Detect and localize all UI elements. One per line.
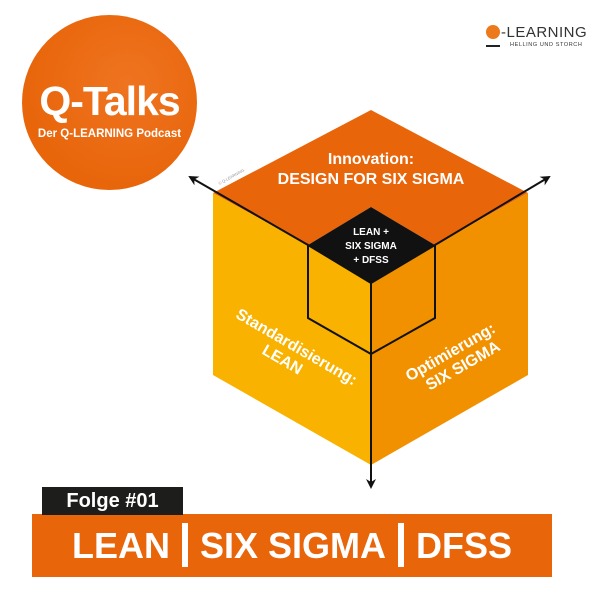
center-diamond (308, 207, 435, 283)
topic-lean: LEAN (71, 525, 170, 566)
axis-arrow-right (434, 175, 551, 246)
left-face (213, 193, 371, 465)
axis-arrow-left (188, 176, 309, 246)
logo-name: -LEARNING (501, 24, 588, 41)
top-face (213, 110, 528, 245)
topic-dfss: DFSS (416, 525, 513, 566)
episode-label: Folge #01 (42, 487, 183, 515)
separator (398, 523, 404, 568)
q-talks-badge: Q-Talks Der Q-LEARNING Podcast (22, 15, 197, 190)
separator (181, 523, 188, 568)
badge-title: Q-Talks (39, 78, 180, 124)
logo-underline (486, 45, 500, 47)
center-label-3: + DFSS (353, 255, 389, 266)
right-face (371, 193, 528, 465)
episode-topics-banner: LEAN SIX SIGMA DFSS (32, 514, 552, 577)
top-face-label-1: Innovation: (328, 151, 414, 168)
topic-six-sigma: SIX SIGMA (199, 525, 386, 566)
logo-tagline: HELLING UND STORCH (510, 42, 583, 48)
center-label-1: LEAN + (353, 227, 389, 238)
center-label-2: SIX SIGMA (345, 241, 397, 252)
badge-subtitle: Der Q-LEARNING Podcast (37, 128, 182, 140)
logo-q-icon (486, 25, 500, 39)
top-face-label-2: DESIGN FOR SIX SIGMA (278, 171, 465, 188)
